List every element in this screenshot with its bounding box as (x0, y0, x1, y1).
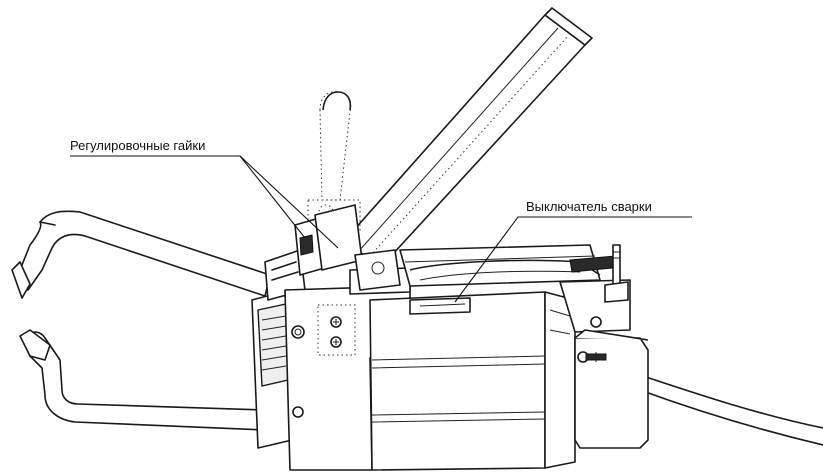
left-clamp-block (251, 249, 306, 449)
welding-switch (409, 297, 471, 315)
upper-electrode-arm (11, 210, 271, 299)
welding-switch-label: Выключатель сварки (526, 199, 652, 214)
lower-electrode-arm (19, 329, 266, 431)
rear-rod (604, 244, 629, 303)
adjusting-nuts-label: Регулировочные гайки (70, 138, 205, 153)
power-cable (639, 374, 823, 446)
label-welding-switch: Выключатель сварки (454, 199, 692, 303)
label-adjusting-nuts: Регулировочные гайки (70, 138, 339, 249)
lever-handle (344, 7, 593, 269)
adjusting-nuts-assembly (294, 204, 401, 291)
transformer-housing (369, 291, 576, 471)
terminal-box (574, 316, 649, 449)
